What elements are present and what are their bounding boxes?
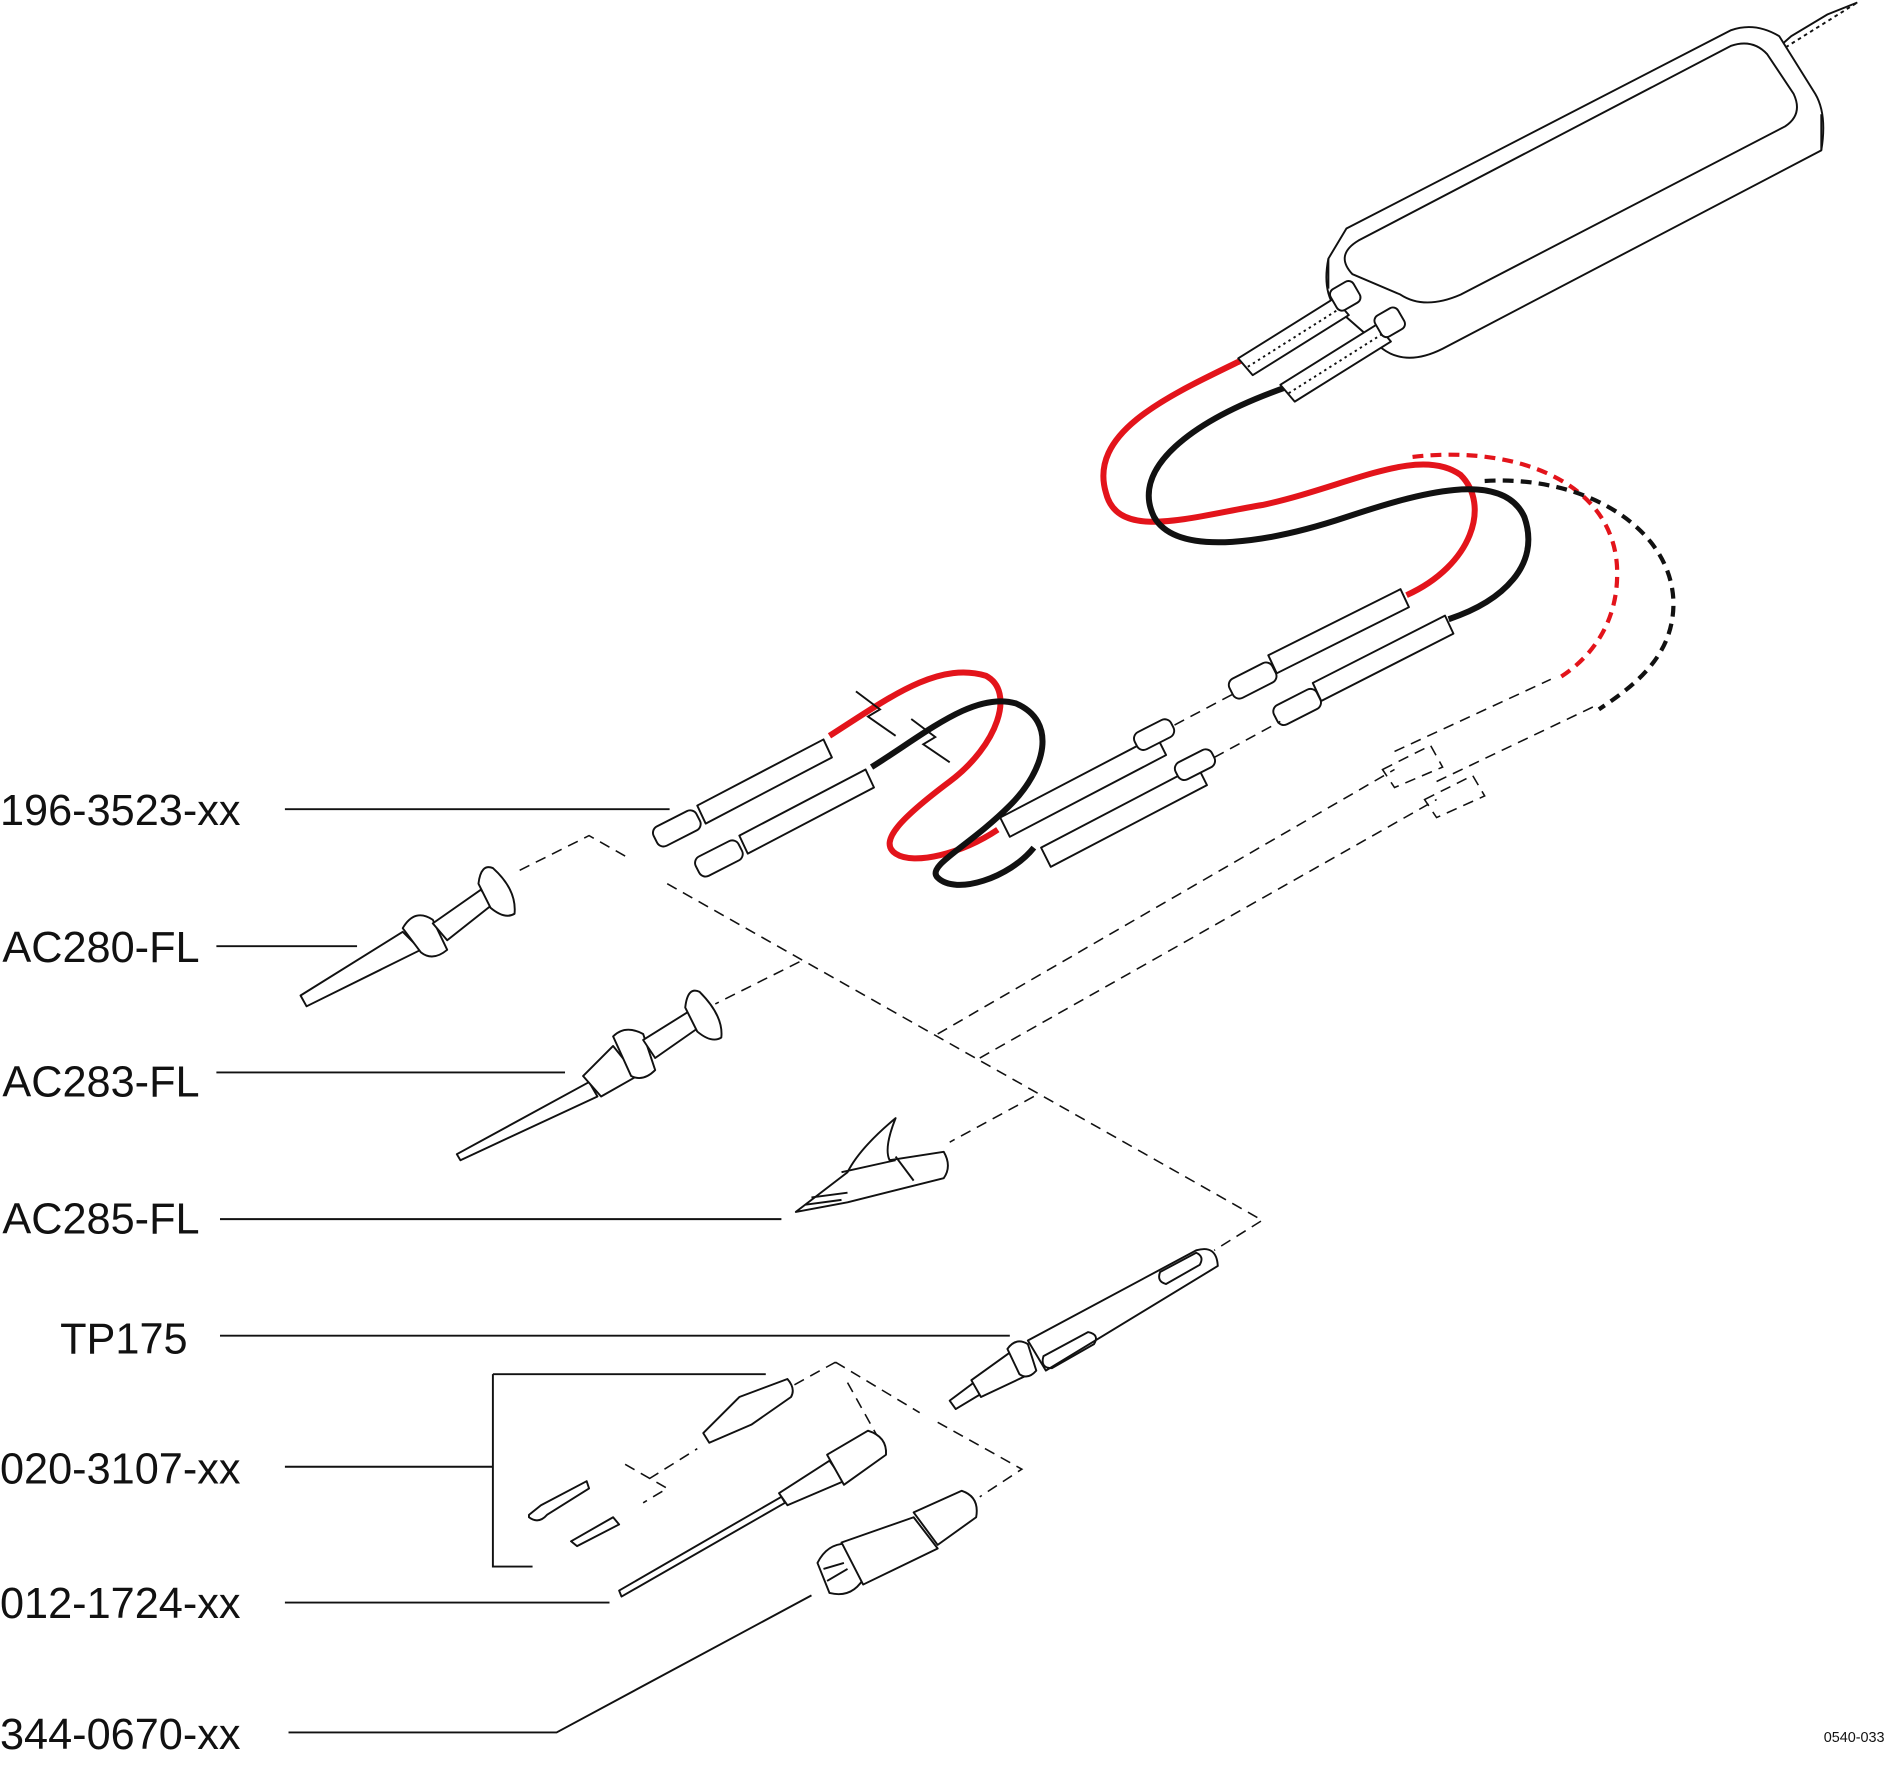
- ac285-fl-alligator-clip: [794, 1117, 949, 1213]
- callout-ac283-fl: AC283-FL: [2, 1058, 199, 1106]
- assembly-dashed-lines: [516, 768, 1437, 1504]
- figure-code: 0540-033: [1824, 1730, 1885, 1746]
- callout-344-0670-xx: 344-0670-xx: [0, 1711, 241, 1759]
- 344-0670-xx-shroud: [816, 1489, 978, 1596]
- callout-leaders: [216, 808, 1010, 1734]
- ac283-fl-needle-hook: [455, 989, 723, 1162]
- callout-020-3107-xx: 020-3107-xx: [0, 1446, 241, 1494]
- callout-196-3523-xx: 196-3523-xx: [0, 787, 241, 835]
- 012-1724-xx-long-tip: [618, 1429, 887, 1598]
- lead-connectors: [1227, 588, 1594, 819]
- probe-body: [1325, 1, 1858, 359]
- callout-012-1724-xx: 012-1724-xx: [0, 1580, 241, 1628]
- red-lead-cable: [1100, 280, 1620, 682]
- callout-ac280-fl: AC280-FL: [2, 924, 199, 972]
- tp175-test-probe: [948, 1248, 1219, 1411]
- 020-3107-xx-tip-adapters: [527, 1378, 794, 1548]
- callout-ac285-fl: AC285-FL: [2, 1196, 199, 1244]
- ac280-fl-hook-tip: [299, 866, 516, 1008]
- black-lead-cable: [1145, 306, 1676, 712]
- callout-tp175: TP175: [60, 1316, 187, 1364]
- lead-196-3523: [652, 669, 1281, 888]
